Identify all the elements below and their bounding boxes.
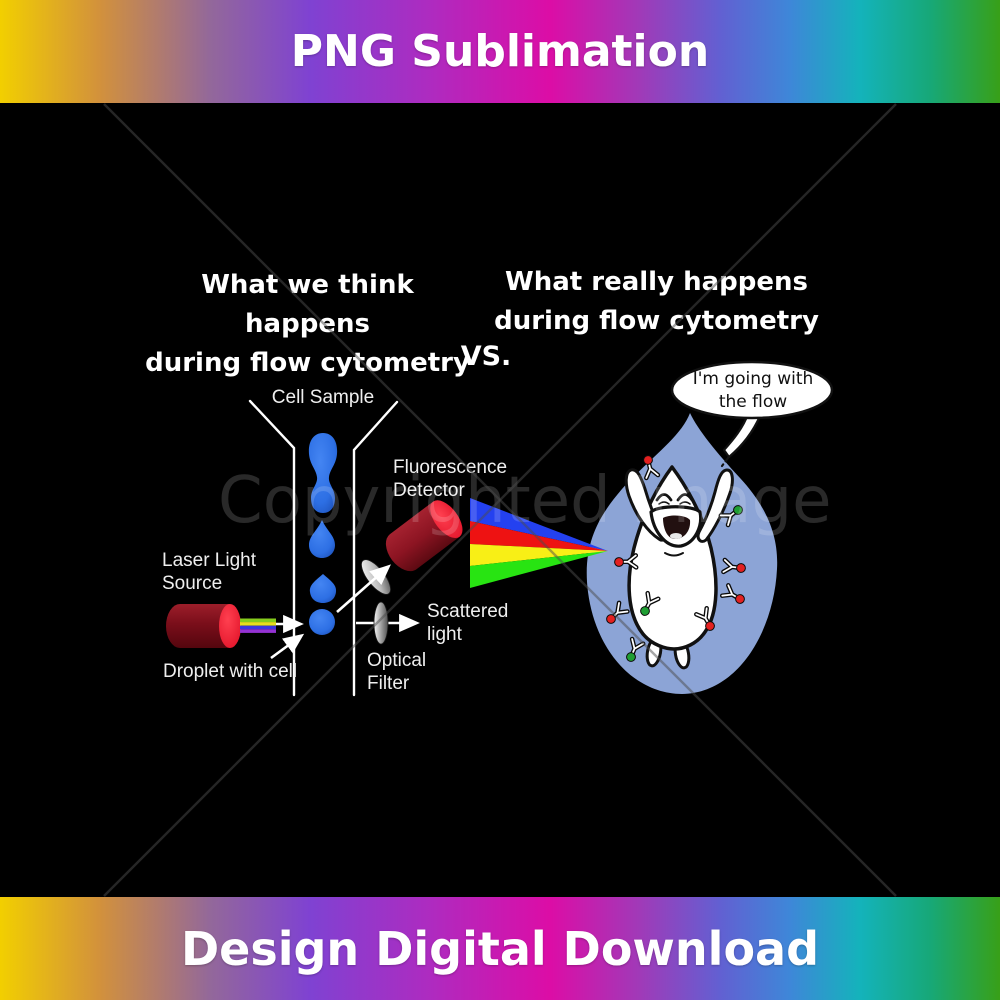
bottom-banner: Design Digital Download [0, 897, 1000, 1000]
droplet-with-cell-shape [309, 609, 335, 635]
left-heading: What we think happens during flow cytome… [140, 266, 475, 383]
right-heading: What really happens during flow cytometr… [489, 263, 824, 341]
label-cell-sample: Cell Sample [271, 387, 375, 408]
label-optical-filter: Optical Filter [367, 650, 427, 694]
left-heading-line1: What we think happens [201, 270, 414, 339]
versus-label: VS. [460, 341, 512, 372]
label-laser-light-source: Laser Light Source [162, 550, 257, 594]
left-heading-line2: during flow cytometry [145, 348, 470, 378]
sample-droplets [308, 433, 338, 635]
top-banner-label: PNG Sublimation [290, 26, 710, 77]
right-heading-line2: during flow cytometry [494, 306, 819, 336]
label-scattered-light: Scattered light [427, 601, 509, 645]
top-banner: PNG Sublimation [0, 0, 1000, 103]
right-heading-line1: What really happens [505, 267, 808, 297]
bottom-banner-label: Design Digital Download [180, 921, 820, 976]
optical-filter-shape [373, 601, 389, 645]
label-droplet-with-cell: Droplet with cell [163, 661, 298, 682]
speech-bubble-text: I'm going with the flow [692, 369, 814, 412]
laser-beam [240, 618, 276, 633]
laser-source [166, 604, 241, 648]
fluorescence-detector-shape [385, 500, 463, 572]
label-fluorescence-detector: Fluorescence Detector [393, 457, 508, 501]
